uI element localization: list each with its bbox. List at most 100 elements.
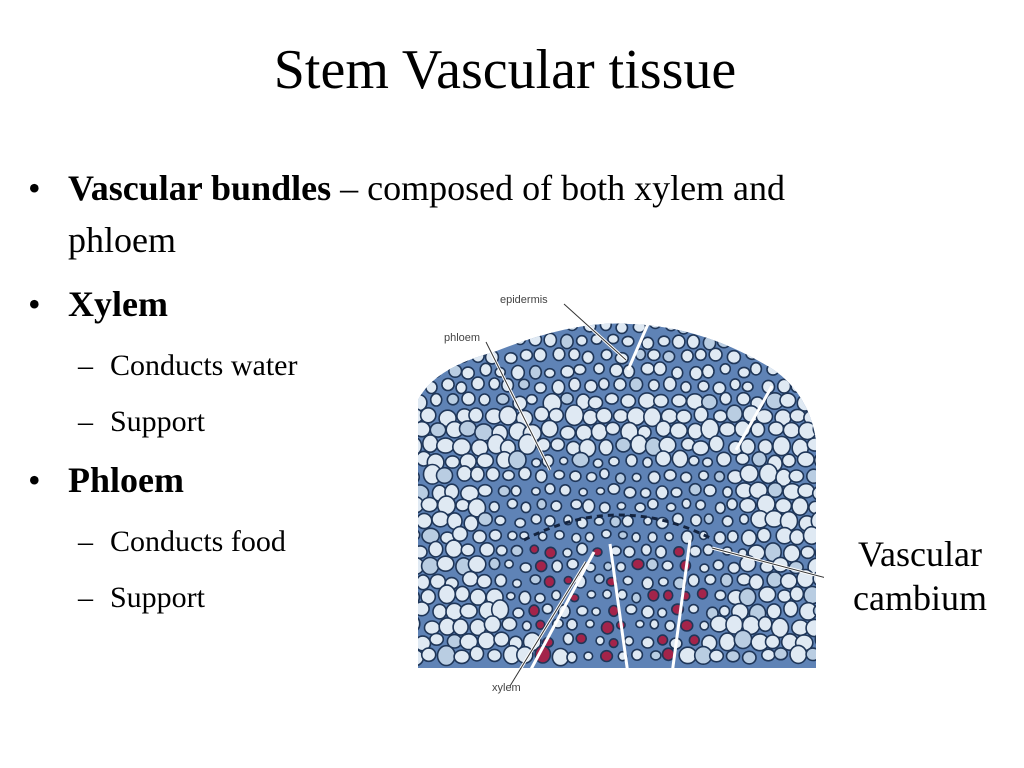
plant-cell [510,364,526,381]
plant-cell [719,391,733,406]
plant-cell [418,335,427,347]
plant-cell [476,452,495,469]
plant-cell [488,377,501,391]
plant-cell [534,559,548,573]
bullet-xylem: • Xylem [28,278,788,330]
plant-cell [568,347,581,362]
plant-cell [576,605,589,617]
plant-cell [504,351,518,365]
plant-cell [552,347,566,362]
plant-cell [694,348,707,362]
plant-cell [767,334,780,348]
plant-cell [467,497,487,518]
plant-cell [506,498,519,510]
plant-cell [760,350,774,364]
plant-cell [420,588,437,605]
plant-cell [533,347,548,363]
plant-cell [507,530,518,541]
plant-cell [448,364,463,379]
plant-cell [810,510,816,531]
plant-cell [630,434,648,455]
plant-cell [558,456,569,466]
plant-cell [478,393,491,407]
plant-cell [471,291,482,301]
plant-cell [643,516,653,526]
plant-cell [529,574,542,585]
plant-cell [479,542,495,558]
plant-cell [460,543,476,557]
plant-cell [418,589,421,606]
plant-cell [700,394,718,411]
plant-cell [751,451,768,468]
plant-cell [647,470,661,485]
plant-cell [477,631,496,650]
plant-cell [519,562,532,574]
plant-cell [713,470,726,483]
plant-cell [520,323,534,333]
plant-cell [602,589,613,600]
plant-cell [444,539,463,559]
plant-cell [805,618,816,638]
plant-cell [587,395,604,410]
plant-cell [740,529,758,547]
plant-cell [575,334,588,347]
plant-cell [738,513,750,525]
plant-cell [806,437,816,452]
plant-cell [531,457,542,468]
plant-cell [671,366,684,380]
plant-cell [774,323,788,335]
plant-cell [680,619,694,632]
plant-cell [560,364,575,379]
plant-cell [631,290,643,301]
plant-cell [513,331,527,346]
plant-cell [592,458,604,469]
plant-cell [595,486,606,496]
plant-cell [488,557,501,571]
plant-cell [490,599,510,621]
plant-cell [530,513,542,525]
plant-cell [458,420,477,438]
plant-cell [533,381,547,394]
plant-cell [453,323,467,333]
plant-cell [615,323,629,335]
plant-cell [760,648,776,662]
plant-cell [721,515,734,528]
plant-cell [678,646,698,665]
plant-cell [761,290,771,299]
plant-cell [789,408,806,424]
plant-cell [671,334,686,350]
plant-cell [757,323,770,335]
plant-cell [674,306,687,320]
plant-cell [718,632,736,652]
plant-cell [456,465,473,482]
plant-cell [559,484,572,497]
plant-cell [737,366,751,379]
plant-cell [665,502,677,512]
plant-cell [470,466,485,483]
plant-cell [718,605,731,618]
micrograph-svg [418,290,835,687]
plant-cell [429,333,443,348]
plant-cell [770,617,790,639]
sub-bullet-dash: – [78,349,93,382]
plant-cell [615,561,627,573]
plant-cell [621,514,634,528]
plant-cell [595,635,605,646]
plant-cell [627,304,638,314]
plant-cell [435,466,454,485]
plant-cell [687,573,700,588]
plant-cell [565,323,579,332]
vascular-cambium-callout: Vascular cambium [853,534,987,618]
plant-cell [429,632,445,646]
plant-cell [712,559,725,571]
plant-cell [812,570,816,587]
plant-cell [697,292,709,303]
bullet-vascular-bundles: • Vascular bundles – composed of both xy… [28,162,788,266]
plant-cell [800,545,816,560]
plant-cell [437,323,450,332]
plant-cell [621,335,635,348]
plant-cell [661,560,674,572]
plant-cell [679,471,693,484]
plant-cell [541,603,554,615]
plant-cell [585,619,595,629]
